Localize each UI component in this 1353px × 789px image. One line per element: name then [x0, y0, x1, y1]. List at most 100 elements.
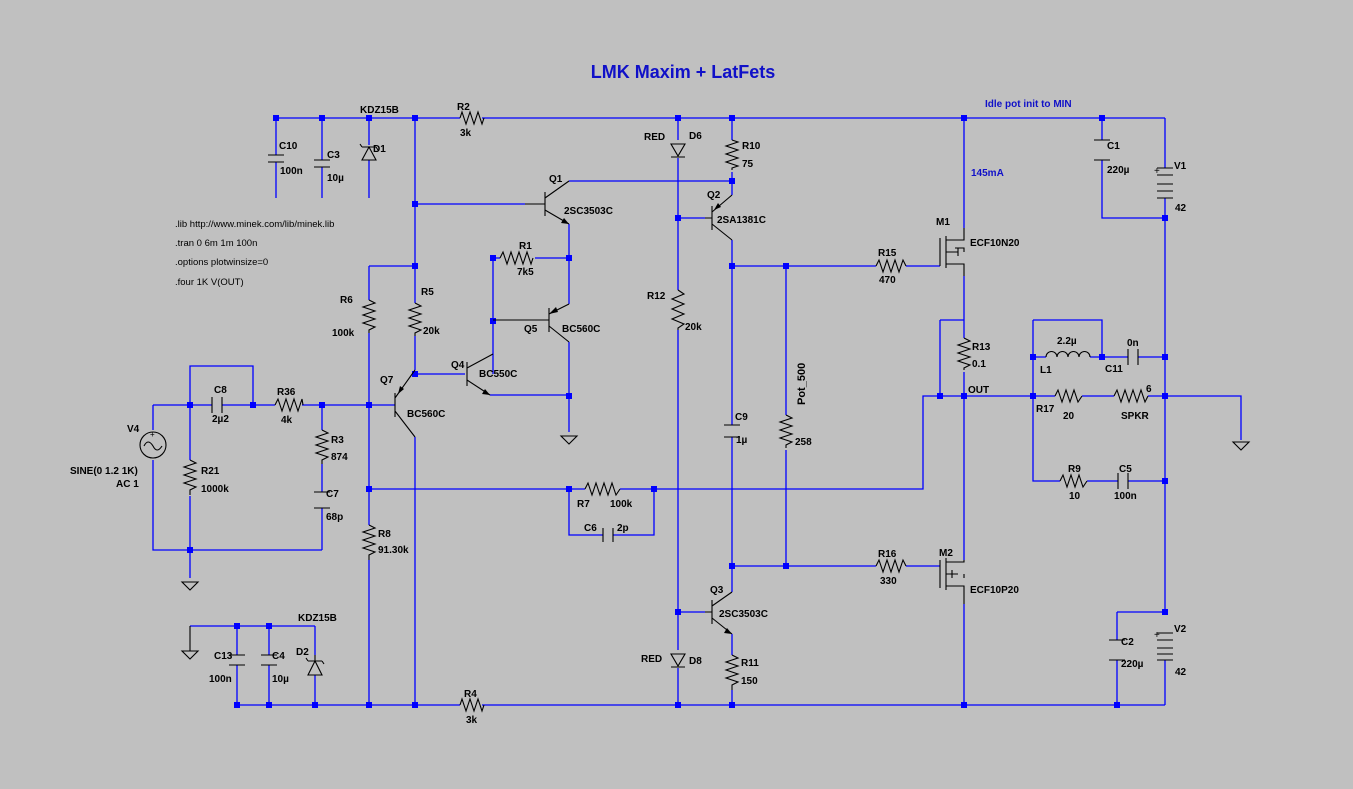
inductor-L1[interactable]: 2.2µ L1	[1040, 336, 1091, 376]
schematic-title: LMK Maxim + LatFets	[591, 62, 776, 82]
R4-ref: R4	[464, 689, 477, 700]
R3-ref: R3	[331, 435, 344, 446]
resistor-R13[interactable]: R13 0.1	[956, 337, 991, 370]
led-D8[interactable]: RED D8	[641, 653, 702, 668]
R21-ref: R21	[201, 466, 220, 477]
M2-ref: M2	[939, 548, 953, 559]
battery-V2[interactable]: + V2 42	[1154, 624, 1187, 678]
capacitor-C11[interactable]: 0n C11	[1105, 338, 1139, 375]
zener-D1[interactable]: KDZ15B D1	[359, 105, 399, 161]
C3-value: 10µ	[327, 173, 344, 184]
capacitor-C6[interactable]: C6 2p	[584, 523, 629, 542]
D2-value: KDZ15B	[298, 613, 337, 624]
transistor-Q1[interactable]: Q1 2SC3503C	[525, 174, 613, 225]
resistor-R3[interactable]: R3 874	[314, 429, 348, 464]
zener-D2[interactable]: KDZ15B D2	[296, 613, 337, 676]
resistor-R7[interactable]: R7 100k	[577, 481, 633, 510]
C9-ref: C9	[735, 412, 748, 423]
resistor-R36[interactable]: R36 4k	[274, 387, 304, 426]
idle-pot-note: Idle pot init to MIN	[985, 99, 1072, 110]
capacitor-C5[interactable]: C5 100n	[1114, 464, 1137, 502]
capacitor-C4[interactable]: C4 10µ	[261, 651, 289, 685]
R7-value: 100k	[610, 499, 633, 510]
battery-V1[interactable]: + V1 42	[1154, 161, 1187, 214]
R10-ref: R10	[742, 141, 761, 152]
R2-ref: R2	[457, 102, 470, 113]
C9-value: 1µ	[736, 435, 748, 446]
capacitor-C1[interactable]: C1 220µ	[1094, 139, 1130, 176]
resistor-SPKR[interactable]: 6 SPKR	[1113, 384, 1152, 422]
capacitor-C3[interactable]: C3 10µ	[314, 150, 344, 184]
junctions	[187, 115, 1168, 708]
R1-value: 7k5	[517, 267, 534, 278]
transistor-Q2[interactable]: Q2 2SA1381C	[705, 190, 766, 241]
D1-value: KDZ15B	[360, 105, 399, 116]
Q3-value: 2SC3503C	[719, 609, 768, 620]
C6-ref: C6	[584, 523, 597, 534]
R13-value: 0.1	[972, 359, 986, 370]
R12-ref: R12	[647, 291, 666, 302]
D8-value: RED	[641, 654, 662, 665]
R12-value: 20k	[685, 322, 702, 333]
resistor-R4[interactable]: R4 3k	[459, 689, 485, 726]
C13-ref: C13	[214, 651, 233, 662]
transistor-Q5[interactable]: Q5 BC560C	[493, 303, 600, 343]
transistor-Q7[interactable]: Q7 BC560C	[380, 369, 445, 438]
resistor-R16[interactable]: R16 330	[875, 549, 907, 587]
Q1-ref: Q1	[549, 174, 563, 185]
Q7-ref: Q7	[380, 375, 394, 386]
potentiometer-pot500[interactable]: Pot_500 258	[778, 363, 812, 448]
sine-source-V4[interactable]: + V4 SINE(0 1.2 1K) AC 1	[70, 424, 167, 490]
V1-value: 42	[1175, 203, 1187, 214]
R3-value: 874	[331, 452, 348, 463]
resistor-R17[interactable]: R17 20	[1036, 388, 1083, 422]
C10-value: 100n	[280, 166, 303, 177]
V4-ac: AC 1	[116, 479, 139, 490]
capacitor-C2[interactable]: C2 220µ	[1109, 637, 1144, 670]
resistor-R10[interactable]: R10 75	[724, 139, 761, 170]
C11-value: 0n	[1127, 338, 1139, 349]
R17-ref: R17	[1036, 404, 1055, 415]
mosfet-M2[interactable]: M2 ECF10P20	[939, 548, 1019, 604]
resistor-R9[interactable]: R9 10	[1059, 464, 1088, 502]
R16-value: 330	[880, 576, 897, 587]
Q5-ref: Q5	[524, 324, 538, 335]
transistor-Q3[interactable]: Q3 2SC3503C	[705, 585, 768, 635]
Q4-ref: Q4	[451, 360, 465, 371]
transistor-Q4[interactable]: Q4 BC550C	[451, 353, 517, 396]
ground-symbols	[180, 435, 1251, 660]
R5-ref: R5	[421, 287, 434, 298]
V2-value: 42	[1175, 667, 1187, 678]
capacitor-C9[interactable]: C9 1µ	[724, 412, 748, 446]
resistor-R1[interactable]: R1 7k5	[499, 241, 534, 278]
C11-ref: C11	[1105, 364, 1123, 375]
R13-ref: R13	[972, 342, 991, 353]
M1-ref: M1	[936, 217, 950, 228]
D6-ref: D6	[689, 131, 702, 142]
resistor-R6[interactable]: R6 100k	[332, 295, 377, 339]
led-D6[interactable]: RED D6	[644, 131, 702, 158]
capacitor-C8[interactable]: C8 2µ2	[211, 385, 229, 425]
C6-value: 2p	[617, 523, 629, 534]
C10-ref: C10	[279, 141, 298, 152]
R2-value: 3k	[460, 128, 472, 139]
capacitor-C10[interactable]: C10 100n	[268, 141, 303, 177]
resistor-R15[interactable]: R15 470	[875, 248, 907, 286]
resistor-R21[interactable]: R21 1000k	[182, 459, 229, 495]
spice-directives: .lib http://www.minek.com/lib/minek.lib …	[175, 219, 334, 288]
C1-ref: C1	[1107, 141, 1120, 152]
resistor-R5[interactable]: R5 20k	[407, 287, 440, 337]
V2-ref: V2	[1174, 624, 1187, 635]
resistor-R8[interactable]: R8 91.30k	[361, 524, 409, 560]
resistor-R12[interactable]: R12 20k	[647, 289, 702, 333]
resistor-R11[interactable]: R11 150	[724, 654, 759, 690]
capacitor-C7[interactable]: C7 68p	[314, 489, 343, 523]
svg-text:+: +	[1154, 166, 1160, 177]
mosfet-M1[interactable]: M1 ECF10N20	[936, 217, 1020, 276]
R36-value: 4k	[281, 415, 293, 426]
C5-ref: C5	[1119, 464, 1132, 475]
capacitor-C13[interactable]: C13 100n	[209, 651, 245, 685]
R17-value: 20	[1063, 411, 1075, 422]
resistor-R2[interactable]: R2 3k	[457, 102, 485, 139]
